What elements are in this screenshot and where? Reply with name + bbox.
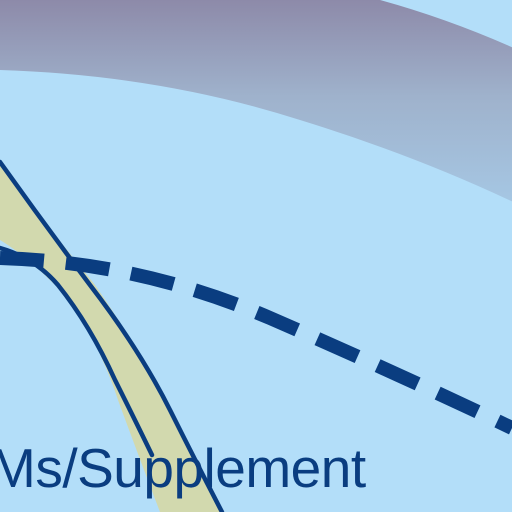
land-outline-right [0,159,225,512]
arc-band [0,0,512,202]
dashed-route-line [0,251,512,435]
land-strip [0,160,222,512]
map-label: Ms/Supplement [0,437,366,499]
